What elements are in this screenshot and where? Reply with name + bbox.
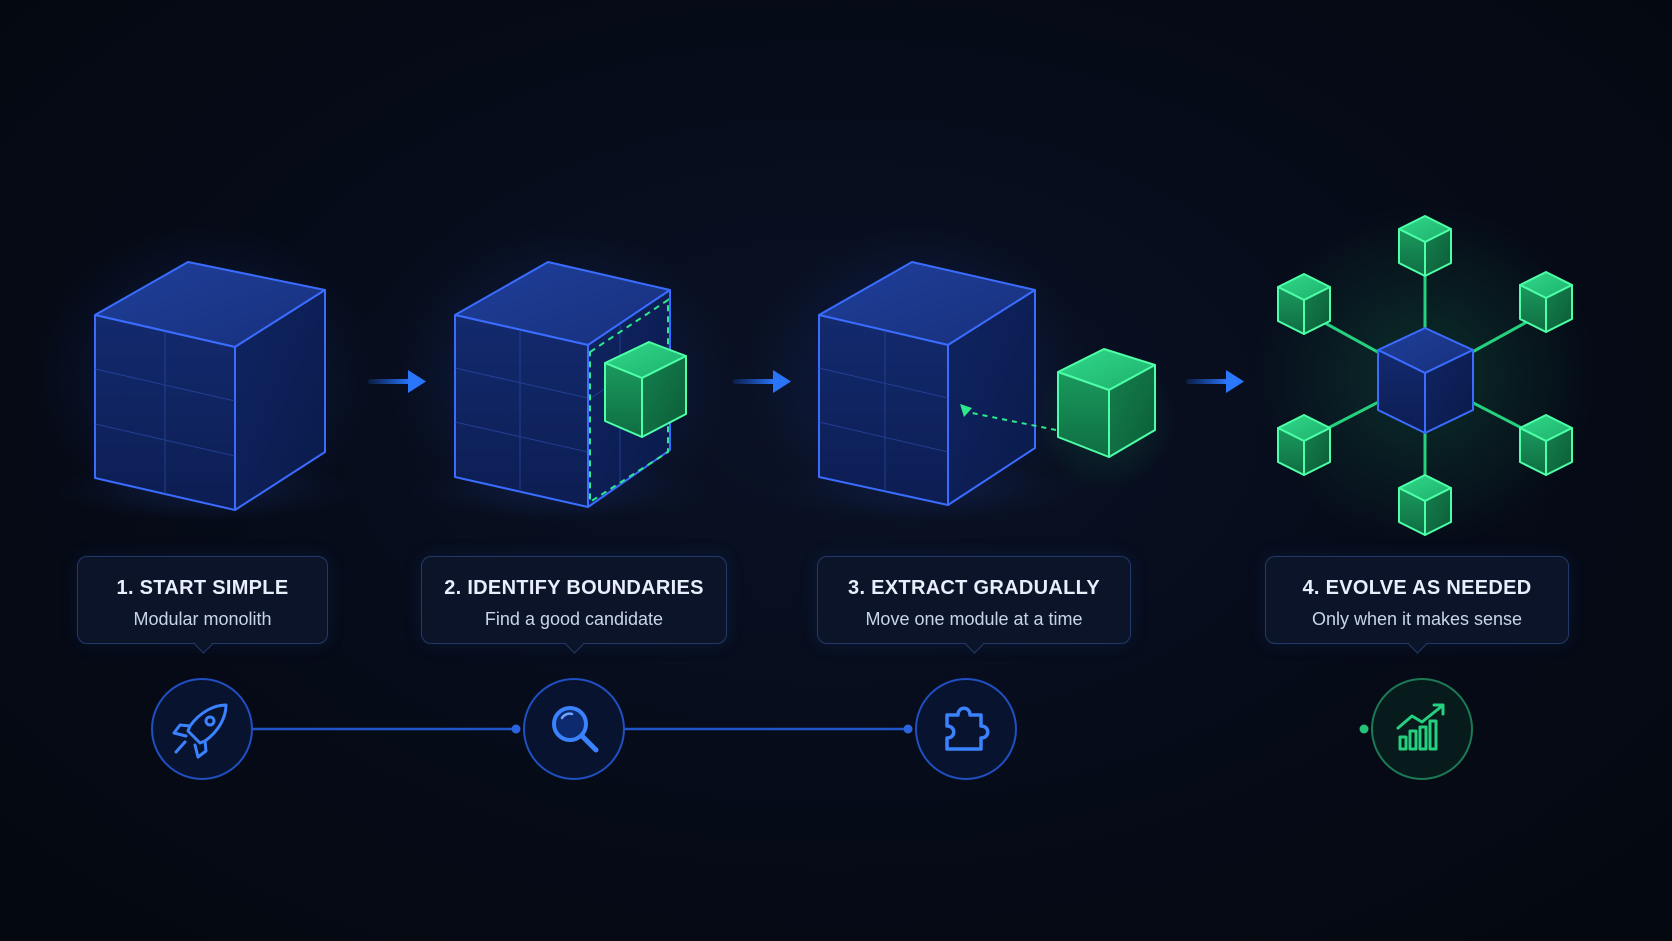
step-subtitle: Only when it makes sense xyxy=(1311,609,1523,629)
cube-with-extracted-module xyxy=(750,225,1175,525)
step-subtitle: Modular monolith xyxy=(133,609,272,629)
step-3-label: 3. EXTRACT GRADUALLY Move one module at … xyxy=(817,556,1131,644)
timeline xyxy=(252,724,1369,734)
growth-chart-icon xyxy=(1371,678,1473,780)
step-title: 1. START SIMPLE xyxy=(116,577,289,599)
monolith-cube xyxy=(35,225,375,525)
step-title: 4. EVOLVE AS NEEDED xyxy=(1302,577,1532,599)
step-subtitle: Move one module at a time xyxy=(865,609,1083,629)
step-1-label: 1. START SIMPLE Modular monolith xyxy=(77,556,328,644)
puzzle-icon xyxy=(915,678,1017,780)
service-cube-top-right xyxy=(1519,271,1573,333)
step-title: 3. EXTRACT GRADUALLY xyxy=(848,577,1100,599)
cube-with-boundary xyxy=(390,225,730,525)
service-cube-bottom-right xyxy=(1519,414,1573,476)
service-cube-top-left xyxy=(1277,273,1331,335)
step-4-label: 4. EVOLVE AS NEEDED Only when it makes s… xyxy=(1265,556,1569,644)
step-2-label: 2. IDENTIFY BOUNDARIES Find a good candi… xyxy=(421,556,727,644)
service-cube-top xyxy=(1398,215,1452,277)
flow-arrow xyxy=(1186,370,1244,393)
service-cube-bottom xyxy=(1398,474,1452,536)
search-icon xyxy=(523,678,625,780)
service-cube-bottom-left xyxy=(1277,414,1331,476)
step-subtitle: Find a good candidate xyxy=(484,609,664,629)
step-title: 2. IDENTIFY BOUNDARIES xyxy=(444,577,704,599)
service-network xyxy=(1255,205,1595,545)
rocket-icon xyxy=(151,678,253,780)
